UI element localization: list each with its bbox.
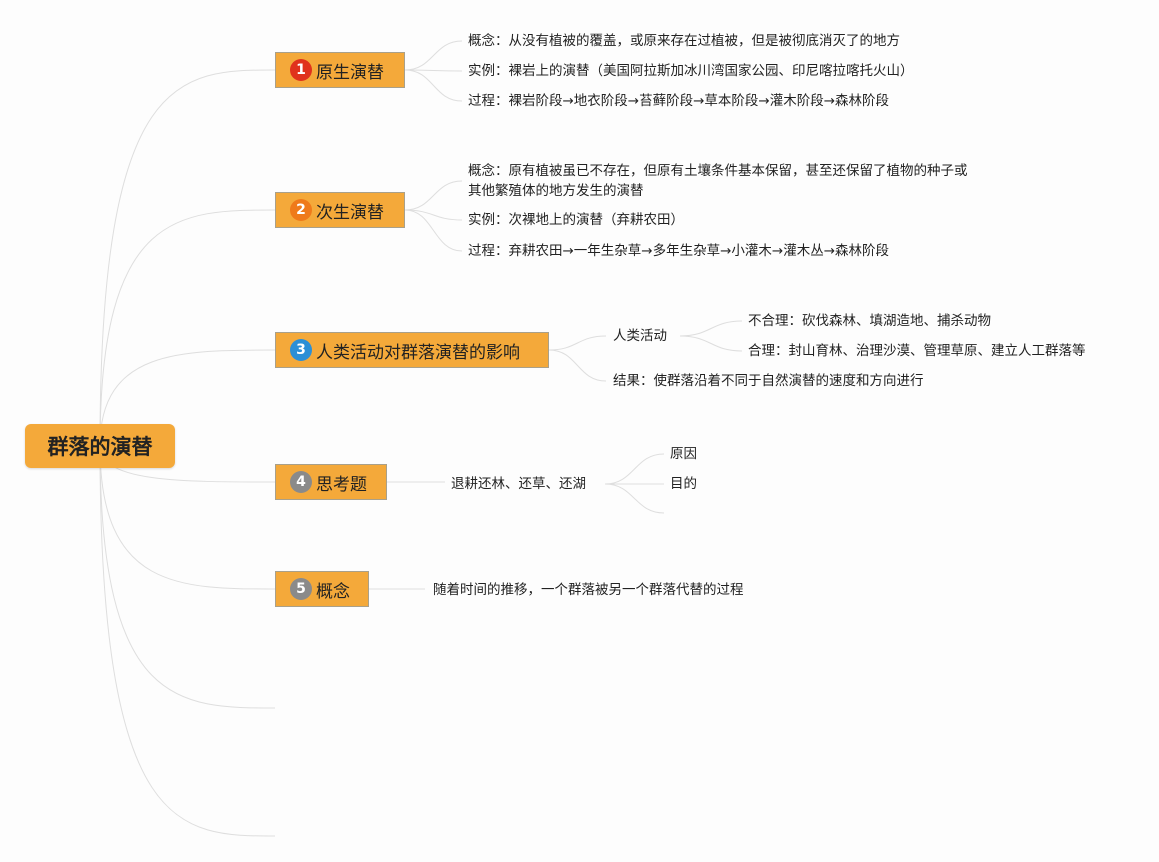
branch-thinking-question[interactable]: 4 思考题 bbox=[275, 464, 387, 500]
branch-concept[interactable]: 5 概念 bbox=[275, 571, 369, 607]
leaf-concept[interactable]: 概念：原有植被虽已不存在，但原有土壤条件基本保留，甚至还保留了植物的种子或其他繁… bbox=[468, 163, 968, 199]
leaf-reasonable[interactable]: 合理：封山育林、治理沙漠、管理草原、建立人工群落等 bbox=[748, 343, 1086, 359]
connector-b1-leaf2 bbox=[404, 69, 463, 72]
connector-b1-leaf1 bbox=[404, 40, 463, 71]
number-badge-4-icon: 4 bbox=[290, 471, 312, 493]
number-badge-3-icon: 3 bbox=[290, 339, 312, 361]
connector-b3-unreasonable bbox=[679, 320, 743, 337]
connector-root-b3 bbox=[99, 349, 276, 447]
branch-label: 思考题 bbox=[316, 474, 367, 495]
leaf-process[interactable]: 过程：弃耕农田→一年生杂草→多年生杂草→小灌木→灌木丛→森林阶段 bbox=[468, 243, 890, 259]
connector-b4-empty bbox=[604, 483, 665, 514]
number-badge-1-icon: 1 bbox=[290, 59, 312, 81]
leaf-definition[interactable]: 随着时间的推移，一个群落被另一个群落代替的过程 bbox=[433, 582, 744, 598]
connector-b2-leaf3 bbox=[404, 209, 463, 252]
leaf-purpose[interactable]: 目的 bbox=[670, 476, 697, 492]
leaf-result[interactable]: 结果：使群落沿着不同于自然演替的速度和方向进行 bbox=[613, 373, 924, 389]
connector-b3-result bbox=[548, 349, 607, 382]
leaf-unreasonable[interactable]: 不合理：砍伐森林、填湖造地、捕杀动物 bbox=[748, 313, 991, 329]
branch-human-activity[interactable]: 3 人类活动对群落演替的影响 bbox=[275, 332, 549, 368]
branch-secondary-succession[interactable]: 2 次生演替 bbox=[275, 192, 405, 228]
connector-root-empty-2 bbox=[99, 445, 276, 837]
leaf-concept[interactable]: 概念：从没有植被的覆盖，或原来存在过植被，但是被彻底消灭了的地方 bbox=[468, 33, 900, 49]
root-label: 群落的演替 bbox=[47, 435, 153, 459]
number-badge-5-icon: 5 bbox=[290, 578, 312, 600]
connector-b2-leaf1 bbox=[404, 180, 463, 211]
leaf-reason[interactable]: 原因 bbox=[670, 446, 697, 462]
branch-primary-succession[interactable]: 1 原生演替 bbox=[275, 52, 405, 88]
branch-label: 概念 bbox=[316, 581, 350, 602]
connector-root-empty-1 bbox=[99, 445, 276, 709]
leaf-example[interactable]: 实例：次裸地上的演替（弃耕农田） bbox=[468, 212, 684, 228]
branch-label: 人类活动对群落演替的影响 bbox=[316, 342, 520, 363]
connector-b2-leaf2 bbox=[404, 209, 463, 221]
leaf-example[interactable]: 实例：裸岩上的演替（美国阿拉斯加冰川湾国家公园、印尼喀拉喀托火山） bbox=[468, 63, 914, 79]
number-badge-2-icon: 2 bbox=[290, 199, 312, 221]
connector-b4-reason bbox=[604, 453, 665, 485]
connector-b3-reasonable bbox=[679, 335, 743, 352]
subnode-human-activity[interactable]: 人类活动 bbox=[613, 328, 667, 344]
branch-label: 次生演替 bbox=[316, 202, 384, 223]
connector-root-b2 bbox=[99, 209, 276, 447]
connector-root-b5 bbox=[99, 445, 276, 590]
leaf-process[interactable]: 过程：裸岩阶段→地衣阶段→苔藓阶段→草本阶段→灌木阶段→森林阶段 bbox=[468, 93, 890, 109]
connector-b1-leaf3 bbox=[404, 69, 463, 102]
branch-label: 原生演替 bbox=[316, 62, 384, 83]
connector-root-b1 bbox=[99, 69, 276, 447]
connector-b3-sub bbox=[548, 335, 607, 351]
subnode-return-farmland[interactable]: 退耕还林、还草、还湖 bbox=[451, 476, 586, 492]
root-node[interactable]: 群落的演替 bbox=[25, 424, 175, 468]
